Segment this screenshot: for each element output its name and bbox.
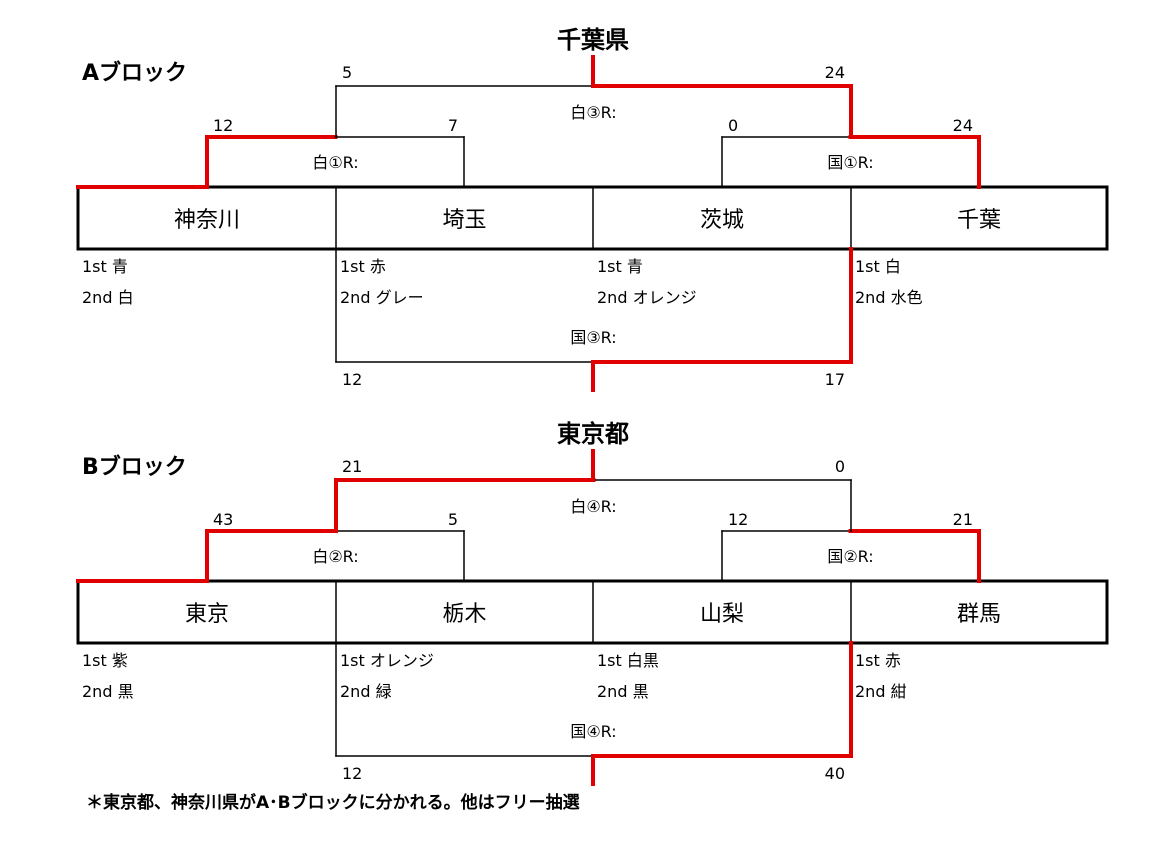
champion-title: 千葉県 xyxy=(557,26,629,54)
team-color-1st: 1st 白黒 xyxy=(597,651,659,670)
team-color-2nd: 2nd 黒 xyxy=(597,682,649,701)
team-color-1st: 1st 白 xyxy=(855,257,901,276)
team-name: 群馬 xyxy=(957,602,1001,627)
round1-left-score-right: 5 xyxy=(448,510,458,529)
block-label: Bブロック xyxy=(82,454,187,480)
final-bottom-label: 国③R: xyxy=(570,328,616,347)
team-name: 東京 xyxy=(185,602,229,627)
team-color-2nd: 2nd オレンジ xyxy=(597,288,697,307)
round1-right-score-left: 12 xyxy=(728,510,748,529)
team-name: 茨城 xyxy=(700,208,744,233)
block-label: Aブロック xyxy=(82,60,187,86)
round1-right-score-right: 24 xyxy=(953,116,973,135)
final-bottom-score-right: 40 xyxy=(825,764,845,783)
team-color-2nd: 2nd グレー xyxy=(340,288,424,307)
final-top-label: 白④R: xyxy=(570,497,616,516)
team-color-2nd: 2nd 緑 xyxy=(340,682,392,701)
final-top-score-right: 24 xyxy=(825,63,845,82)
team-name: 栃木 xyxy=(442,602,486,627)
final-top-score-left: 5 xyxy=(342,63,352,82)
team-color-2nd: 2nd 紺 xyxy=(855,682,907,701)
team-color-1st: 1st オレンジ xyxy=(340,651,434,670)
champion-title: 東京都 xyxy=(557,420,629,448)
team-name: 山梨 xyxy=(700,602,744,627)
final-top-score-left: 21 xyxy=(342,457,362,476)
team-name: 埼玉 xyxy=(442,208,486,233)
final-bottom-score-left: 12 xyxy=(342,370,362,389)
team-color-2nd: 2nd 黒 xyxy=(82,682,134,701)
team-color-2nd: 2nd 白 xyxy=(82,288,134,307)
team-color-1st: 1st 紫 xyxy=(82,651,128,670)
round1-right-score-right: 21 xyxy=(953,510,973,529)
round1-right-label: 国②R: xyxy=(827,547,873,566)
round1-left-score-left: 12 xyxy=(213,116,233,135)
final-top-label: 白③R: xyxy=(570,103,616,122)
final-bottom-label: 国④R: xyxy=(570,722,616,741)
final-bottom-score-right: 17 xyxy=(825,370,845,389)
team-color-1st: 1st 赤 xyxy=(855,651,901,670)
final-bottom-score-left: 12 xyxy=(342,764,362,783)
final-top-score-right: 0 xyxy=(835,457,845,476)
round1-left-score-left: 43 xyxy=(213,510,233,529)
round1-right-score-left: 0 xyxy=(728,116,738,135)
team-name: 神奈川 xyxy=(174,208,240,233)
team-color-1st: 1st 青 xyxy=(82,257,128,276)
team-name: 千葉 xyxy=(957,208,1001,233)
team-color-1st: 1st 赤 xyxy=(340,257,386,276)
footnote: ＊東京都、神奈川県がA･Bブロックに分かれる。他はフリー抽選 xyxy=(86,792,580,813)
round1-left-label: 白②R: xyxy=(312,547,358,566)
round1-right-label: 国①R: xyxy=(827,153,873,172)
round1-left-score-right: 7 xyxy=(448,116,458,135)
team-color-1st: 1st 青 xyxy=(597,257,643,276)
team-color-2nd: 2nd 水色 xyxy=(855,288,923,307)
round1-left-label: 白①R: xyxy=(312,153,358,172)
